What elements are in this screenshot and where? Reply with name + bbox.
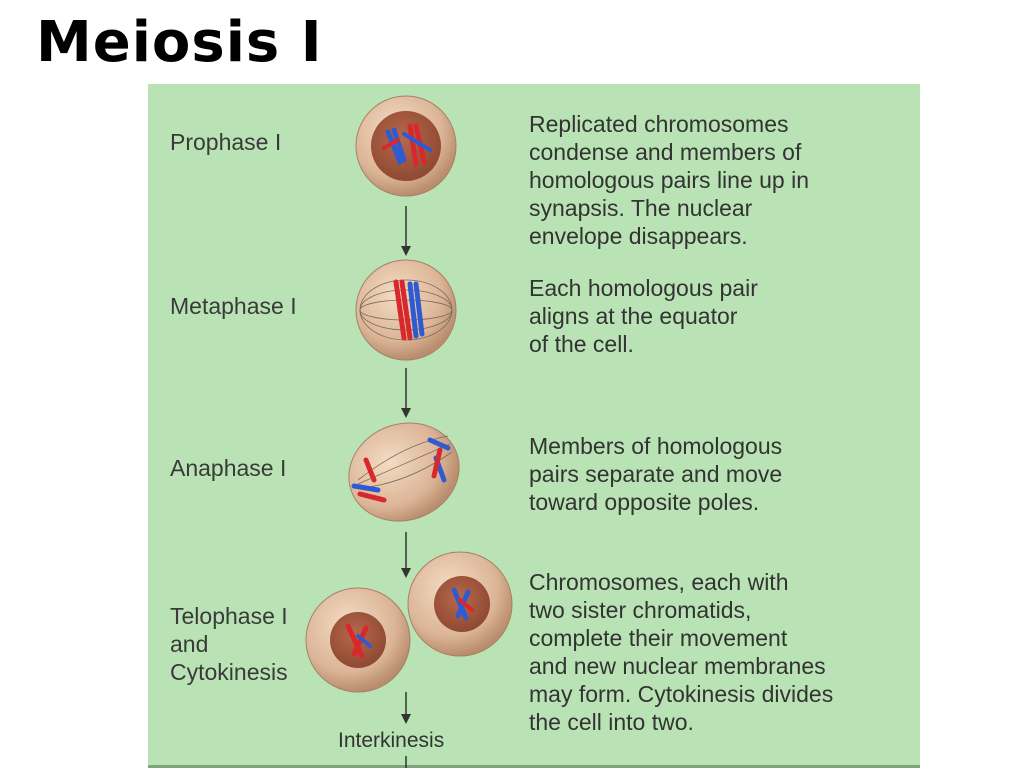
- arrow-anaphase-to-telophase: [401, 532, 411, 578]
- cell-division-illustration: [305, 95, 513, 768]
- stage-label-telophase: Telophase I and Cytokinesis: [170, 603, 288, 685]
- arrow-metaphase-to-anaphase: [401, 368, 411, 418]
- stage-label-metaphase: Metaphase I: [170, 293, 297, 319]
- description-metaphase: Each homologous pair aligns at the equat…: [529, 275, 758, 357]
- stage-label-anaphase: Anaphase I: [170, 455, 287, 481]
- stage-label-prophase: Prophase I: [170, 129, 282, 155]
- meiosis-diagram-panel: Prophase I Metaphase I Anaphase I Teloph…: [148, 84, 920, 768]
- telophase-cells: [305, 551, 513, 693]
- description-anaphase: Members of homologous pairs separate and…: [529, 433, 783, 515]
- arrow-prophase-to-metaphase: [401, 206, 411, 256]
- anaphase-cell: [348, 422, 460, 522]
- metaphase-cell: [355, 259, 457, 361]
- description-prophase: Replicated chromosomes condense and memb…: [529, 111, 810, 249]
- interkinesis-label: Interkinesis: [338, 729, 445, 752]
- page-title: Meiosis I: [36, 10, 323, 75]
- arrow-telophase-to-interkinesis: [401, 692, 411, 768]
- description-telophase: Chromosomes, each with two sister chroma…: [529, 569, 834, 735]
- prophase-cell: [355, 95, 457, 197]
